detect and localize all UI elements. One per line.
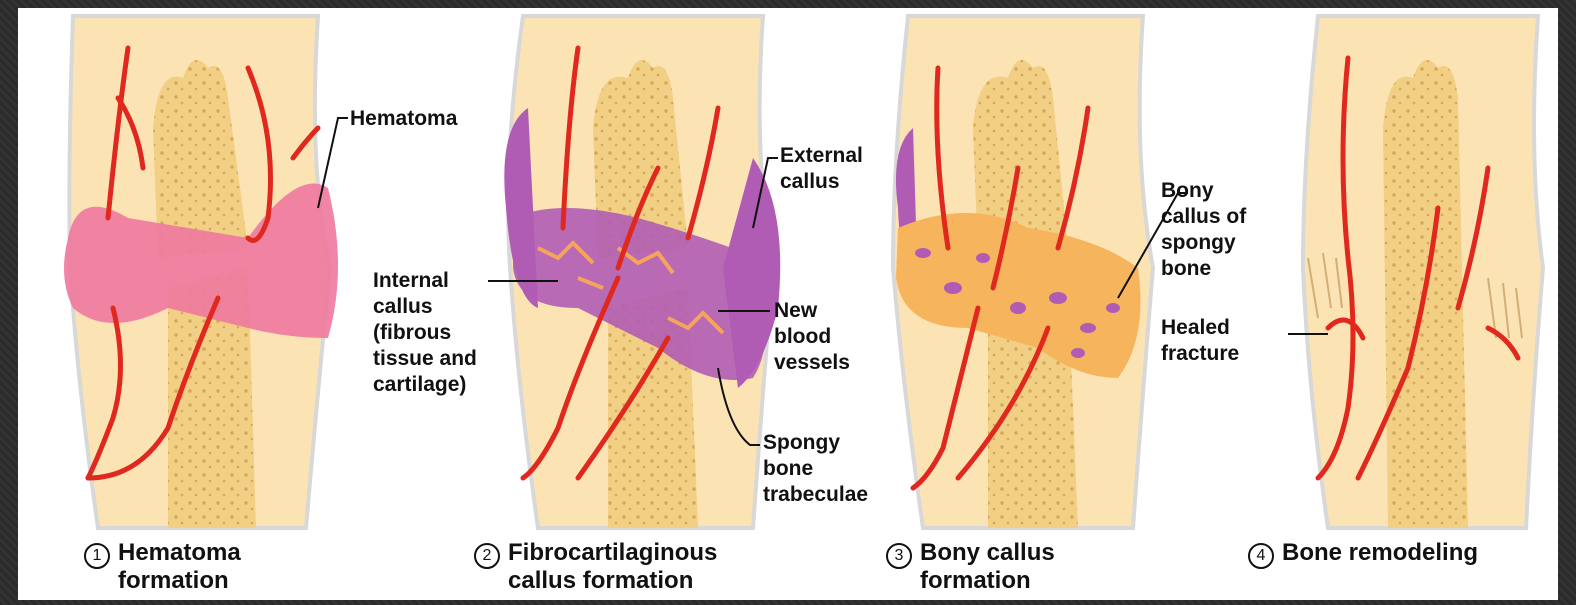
stage-2-caption-line2: callus formation <box>508 566 693 596</box>
stage-1-caption-line2: formation <box>118 566 229 596</box>
stage-1-caption-line1: Hematoma <box>118 538 241 568</box>
figure-panel: Hematoma External callus Internal callus… <box>18 8 1558 600</box>
stage-4-caption-line1: Bone remodeling <box>1282 538 1478 568</box>
stage-4-number: 4 <box>1248 543 1274 569</box>
stage-2-number: 2 <box>474 543 500 569</box>
label-internal-callus: Internal callus (fibrous tissue and cart… <box>373 268 477 398</box>
label-spongy-bone-trabeculae: Spongy bone trabeculae <box>763 430 868 508</box>
label-bony-callus: Bony callus of spongy bone <box>1161 178 1246 282</box>
stage-3-caption-line1: Bony callus <box>920 538 1055 568</box>
stage-3-illustration <box>893 16 1153 528</box>
stage-1-illustration <box>64 16 338 528</box>
label-healed-fracture: Healed fracture <box>1161 315 1239 367</box>
label-external-callus: External callus <box>780 143 863 195</box>
stage-2-caption-line1: Fibrocartilaginous <box>508 538 717 568</box>
stage-3-caption-line2: formation <box>920 566 1031 596</box>
label-new-blood-vessels: New blood vessels <box>774 298 850 376</box>
label-hematoma: Hematoma <box>350 106 457 132</box>
stage-1-number: 1 <box>84 543 110 569</box>
stage-4-illustration <box>1303 16 1543 528</box>
stage-3-number: 3 <box>886 543 912 569</box>
stage-2-illustration <box>504 16 780 528</box>
